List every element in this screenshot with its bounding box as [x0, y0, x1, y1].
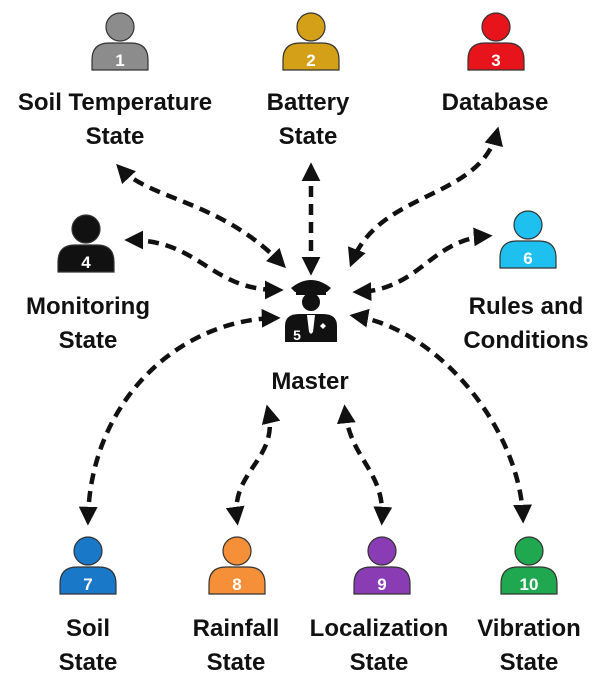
label-agent-7-line1: Soil	[65, 615, 110, 642]
label-agent-6: Rules and Conditions	[455, 290, 597, 358]
agent-10-person-icon: 10	[500, 536, 558, 595]
label-agent-4-line1: Monitoring	[26, 293, 150, 320]
label-agent-9-line2: State	[349, 649, 409, 676]
agent-8-person-icon-number: 8	[232, 575, 241, 594]
label-agent-8-line1: Rainfall	[192, 615, 280, 642]
label-master: Master	[250, 365, 370, 399]
connector-7-arrow	[78, 308, 281, 526]
label-agent-10-line2: State	[499, 649, 559, 676]
label-agent-10-line1: Vibration	[477, 615, 581, 642]
label-agent-6-line1: Rules and	[468, 293, 584, 320]
agent-4-person-icon: 4	[57, 214, 115, 273]
label-agent-4: Monitoring State	[8, 290, 168, 358]
agent-9-person-icon-number: 9	[377, 575, 386, 594]
connector-6-arrow	[352, 227, 493, 302]
agent-3-person-icon: 3	[467, 12, 525, 71]
agent-7-person-icon-number: 7	[83, 575, 92, 594]
agent-1-person-icon-number: 1	[115, 51, 124, 70]
connector-1-arrow	[116, 163, 286, 269]
label-agent-1-line2: State	[85, 123, 145, 150]
master-number: 5	[293, 327, 301, 343]
master-label: Master	[271, 368, 349, 395]
connector-9-arrow	[336, 404, 393, 526]
connector-4-arrow	[124, 230, 284, 300]
label-agent-3: Database	[420, 86, 570, 120]
label-agent-10: Vibration State	[464, 612, 594, 680]
master-officer-icon: 5	[285, 280, 337, 343]
label-agent-9: Localization State	[300, 612, 458, 680]
agent-9-person-icon: 9	[353, 536, 411, 595]
agent-7-person-icon: 7	[59, 536, 117, 595]
label-agent-7: Soil State	[48, 612, 128, 680]
label-agent-6-line2: Conditions	[463, 327, 589, 354]
agent-3-person-icon-number: 3	[491, 51, 500, 70]
agent-8-person-icon: 8	[208, 536, 266, 595]
connector-3-arrow	[348, 126, 503, 268]
label-agent-4-line2: State	[58, 327, 118, 354]
label-agent-8: Rainfall State	[180, 612, 292, 680]
agent-4-person-icon-number: 4	[81, 253, 91, 272]
agent-10-person-icon-number: 10	[520, 575, 539, 594]
label-agent-1-line1: Soil Temperature	[17, 89, 213, 116]
label-agent-2-line1: Battery	[266, 89, 350, 116]
label-agent-2: Battery State	[248, 86, 368, 154]
label-agent-2-line2: State	[278, 123, 338, 150]
agent-1-person-icon: 1	[91, 12, 149, 71]
label-agent-3-line1: Database	[441, 89, 549, 116]
connector-8-arrow	[225, 404, 281, 526]
agent-6-person-icon: 6	[499, 210, 557, 269]
agent-6-person-icon-number: 6	[523, 249, 532, 268]
label-agent-7-line2: State	[58, 649, 118, 676]
label-agent-1: Soil Temperature State	[0, 86, 230, 154]
label-agent-9-line1: Localization	[309, 615, 449, 642]
label-agent-8-line2: State	[206, 649, 266, 676]
agent-2-person-icon: 2	[282, 12, 340, 71]
agent-2-person-icon-number: 2	[306, 51, 315, 70]
